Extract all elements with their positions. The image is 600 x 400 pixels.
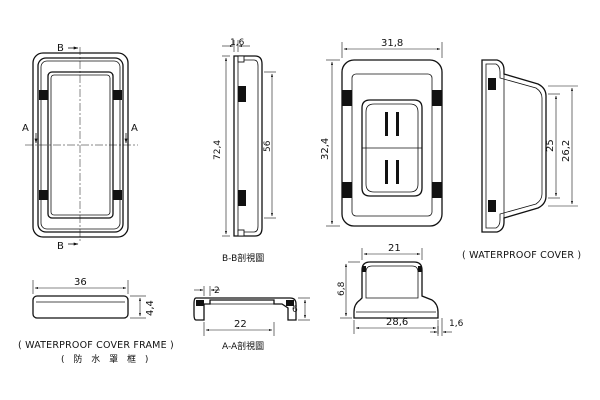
caption-aa-section: A-A剖視圖 xyxy=(222,340,264,352)
section-mark-a-right: A xyxy=(131,123,138,134)
dim-aa-bottom: 22 xyxy=(234,319,247,330)
caption-waterproof-cover: ( WATERPROOF COVER ) xyxy=(462,250,581,261)
dim-cover-width: 31,8 xyxy=(381,38,403,49)
section-mark-b-bottom: B xyxy=(57,241,64,252)
frame-section-aa: 2 22 6 A-A剖視圖 xyxy=(193,286,310,352)
dim-cover-outer: 26,2 xyxy=(561,140,572,162)
dim-aa-height: 6 xyxy=(292,305,298,315)
frame-section-bb: 1,6 72,4 56 B-B剖視圖 xyxy=(213,38,276,264)
dim-cover-height: 32,4 xyxy=(320,138,331,160)
caption-frame-chinese: ( 防 水 罩 框 ) xyxy=(61,353,151,365)
cover-section-view: 21 6,8 28,6 1,6 xyxy=(337,243,464,336)
section-mark-a-left: A xyxy=(22,123,29,134)
dim-cover-section-height: 6,8 xyxy=(337,281,347,296)
caption-waterproof-cover-frame: ( WATERPROOF COVER FRAME ) xyxy=(18,340,174,351)
caption-bb-section: B-B剖視圖 xyxy=(222,252,264,264)
dim-cover-section-top: 21 xyxy=(388,243,401,254)
cover-side-view: 26,2 25 ( WATERPROOF COVER ) xyxy=(462,59,581,261)
dim-bb-thickness: 1,6 xyxy=(230,38,245,48)
dim-bb-inner-height: 56 xyxy=(263,140,273,152)
frame-top-view: B B A A xyxy=(22,43,138,252)
dim-cover-section-lip: 1,6 xyxy=(449,319,464,329)
frame-side-view: 36 4,4 ( WATERPROOF COVER FRAME ) ( 防 水 … xyxy=(18,277,174,365)
section-mark-b-top: B xyxy=(57,43,64,54)
dim-frame-height: 4,4 xyxy=(145,300,156,316)
dim-frame-width: 36 xyxy=(74,277,87,288)
dim-aa-top: 2 xyxy=(214,286,220,296)
dim-bb-outer-height: 72,4 xyxy=(213,140,223,160)
cover-top-view: 31,8 32,4 xyxy=(320,38,443,227)
dim-cover-section-bottom: 28,6 xyxy=(386,317,408,328)
dim-cover-inner: 25 xyxy=(545,139,556,152)
